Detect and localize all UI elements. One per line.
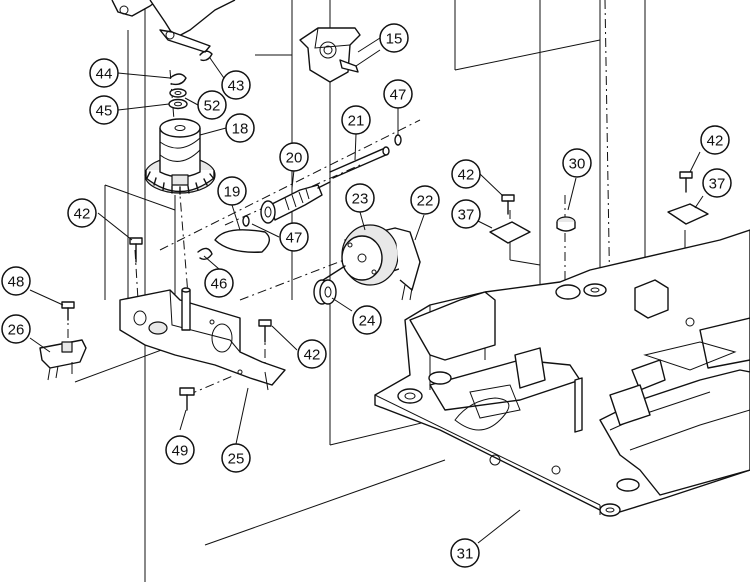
linkage-arms	[111, 0, 236, 62]
screw-48-part-26	[39, 301, 87, 381]
callout-31: 31	[450, 538, 480, 568]
callout-44: 44	[89, 58, 119, 88]
part-15-bracket	[299, 27, 381, 83]
callout-19: 19	[217, 176, 247, 206]
svg-text:23: 23	[352, 191, 369, 208]
svg-text:52: 52	[204, 98, 221, 115]
svg-text:49: 49	[172, 443, 189, 460]
callout-24: 24	[352, 305, 382, 335]
svg-text:20: 20	[286, 150, 303, 167]
callout-20: 20	[279, 142, 309, 172]
svg-text:42: 42	[458, 167, 475, 184]
svg-text:44: 44	[96, 66, 113, 83]
callout-22: 22	[410, 185, 440, 215]
callout-49: 49	[165, 435, 195, 465]
callout-42-left: 42	[67, 198, 97, 228]
svg-text:15: 15	[386, 31, 403, 48]
callout-42-right-top: 42	[700, 125, 730, 155]
callout-18: 18	[225, 113, 255, 143]
callout-43: 43	[221, 70, 251, 100]
part-21-shaft	[329, 134, 402, 179]
svg-text:47: 47	[286, 230, 303, 247]
part-18-gear	[144, 118, 216, 195]
callout-21: 21	[341, 105, 371, 135]
leader-lines	[29, 37, 704, 544]
washers-44-52-45	[168, 73, 188, 110]
part-24-pulley	[313, 279, 337, 305]
screws-42	[129, 171, 693, 343]
svg-text:25: 25	[228, 451, 245, 468]
svg-text:21: 21	[348, 113, 365, 130]
callout-46: 46	[204, 268, 234, 298]
svg-text:46: 46	[211, 276, 228, 293]
svg-text:45: 45	[96, 103, 113, 120]
svg-text:43: 43	[228, 78, 245, 95]
part-23-motor	[319, 224, 421, 301]
svg-text:37: 37	[458, 207, 475, 224]
callout-23: 23	[345, 183, 375, 213]
callout-37-right: 37	[702, 168, 732, 198]
callout-42-center: 42	[451, 159, 481, 189]
part-25-bracket	[119, 287, 286, 391]
callout-26: 26	[1, 314, 31, 344]
callout-15: 15	[379, 23, 409, 53]
callout-47-top: 47	[383, 79, 413, 109]
part-19-belt	[197, 229, 270, 261]
svg-text:37: 37	[709, 176, 726, 193]
callout-37-center: 37	[451, 199, 481, 229]
callout-30: 30	[562, 148, 592, 178]
svg-text:18: 18	[232, 121, 249, 138]
callout-48: 48	[1, 266, 31, 296]
callout-42-lower: 42	[297, 339, 327, 369]
callouts: 15 44 43 45 52 18 47 21 20 42 30 42 37 3…	[1, 23, 732, 568]
callout-52: 52	[197, 90, 227, 120]
callout-45: 45	[89, 95, 119, 125]
svg-text:26: 26	[8, 322, 25, 339]
svg-text:48: 48	[8, 274, 25, 291]
screw-49	[179, 387, 195, 411]
svg-text:19: 19	[224, 184, 241, 201]
svg-text:42: 42	[74, 206, 91, 223]
pads-37-part-30	[489, 203, 709, 244]
svg-text:30: 30	[569, 156, 586, 173]
svg-text:22: 22	[417, 193, 434, 210]
svg-text:31: 31	[457, 546, 474, 563]
svg-text:47: 47	[390, 87, 407, 104]
callout-25: 25	[221, 443, 251, 473]
svg-text:24: 24	[359, 313, 376, 330]
svg-text:42: 42	[707, 133, 724, 150]
svg-text:42: 42	[304, 347, 321, 364]
callout-47-mid: 47	[279, 222, 309, 252]
part-20-worm	[242, 181, 331, 227]
part-31-chassis	[374, 229, 750, 517]
